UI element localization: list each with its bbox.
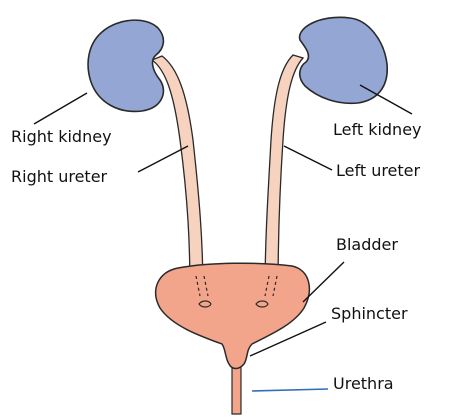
- left-ureter: [265, 55, 303, 292]
- left-kidney: [300, 17, 388, 103]
- urethra-leader: [252, 389, 328, 391]
- right-ureter-leader: [138, 146, 188, 172]
- bladder: [156, 263, 310, 368]
- right-kidney-leader: [34, 93, 87, 124]
- left-ureter-leader: [284, 146, 332, 170]
- right-ureter-opening: [199, 301, 211, 307]
- right-kidney-label: Right kidney: [11, 128, 112, 146]
- left-kidney-label: Left kidney: [333, 121, 422, 139]
- bladder-label: Bladder: [336, 236, 398, 254]
- right-kidney: [88, 20, 163, 111]
- urethra-label: Urethra: [333, 375, 394, 393]
- left-ureter-opening: [256, 301, 268, 307]
- sphincter-label: Sphincter: [331, 305, 408, 323]
- right-ureter-label: Right ureter: [11, 168, 107, 186]
- left-ureter-label: Left ureter: [336, 162, 420, 180]
